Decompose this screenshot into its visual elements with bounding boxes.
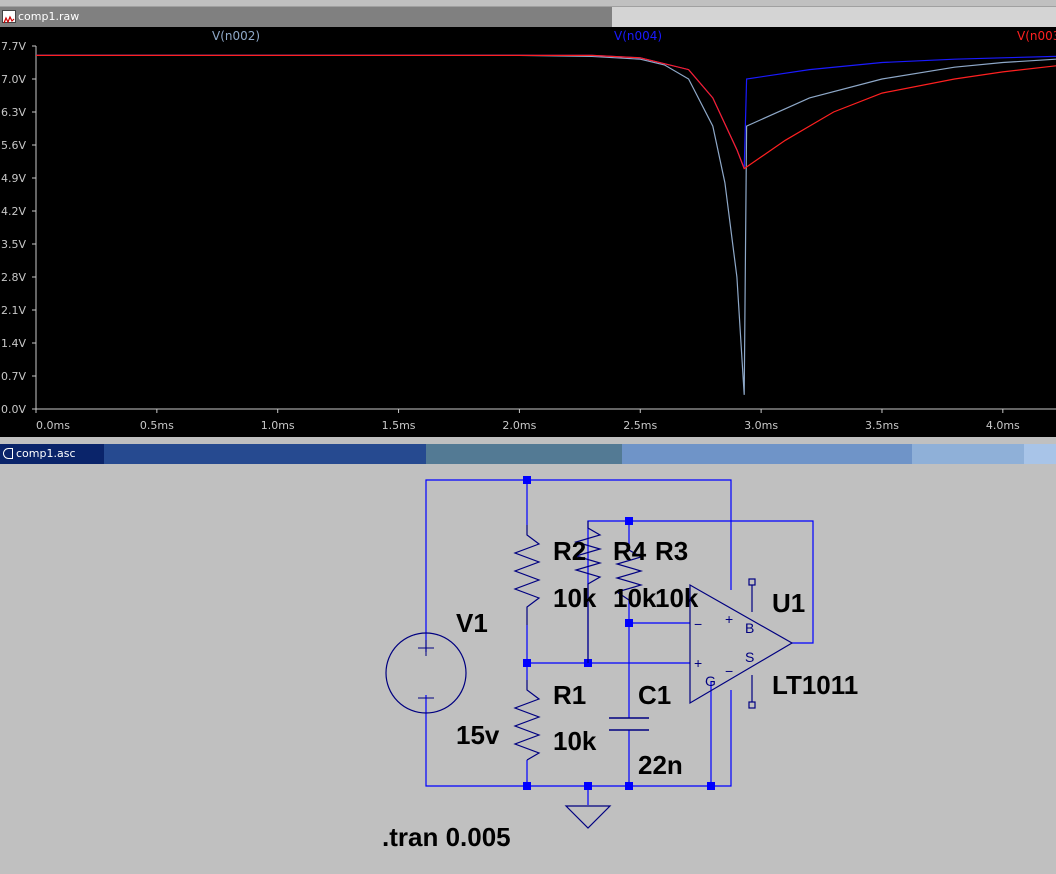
- u1-pin-s: S: [745, 649, 754, 665]
- waveform-tab-label: comp1.raw: [18, 10, 80, 23]
- waveform-chart[interactable]: 0.0V 0.7V 1.4V 2.1V 2.8V 3.5V 4.2V 4.9V 5.6V 6.3V…: [0, 27, 1056, 437]
- y-tick-label: 5.6V: [1, 139, 26, 152]
- x-tick-label: 2.5ms: [623, 419, 657, 432]
- y-tick-label: 0.7V: [1, 370, 26, 383]
- series-line-v-n003-[interactable]: [36, 54, 1056, 170]
- waveform-tab-strip: comp1.raw: [0, 6, 1056, 27]
- c1-value-label: 22n: [638, 750, 683, 780]
- r1-name-label: R1: [553, 680, 586, 710]
- r3-value-label: 10k: [655, 583, 699, 613]
- tab-bar-gradient-segment: [912, 444, 1024, 464]
- capacitor-c1[interactable]: [609, 717, 649, 731]
- resistor-r2[interactable]: [513, 525, 541, 625]
- r2-value-label: 10k: [553, 583, 597, 613]
- x-tick-label: 0.5ms: [140, 419, 174, 432]
- u1-name-label: U1: [772, 588, 805, 618]
- x-tick-label: 0.0ms: [36, 419, 70, 432]
- title-bar: comp1.raw: [0, 0, 1056, 27]
- comparator-u1[interactable]: [689, 578, 794, 709]
- y-tick-label: 4.2V: [1, 205, 26, 218]
- waveform-icon: [2, 10, 16, 24]
- y-tick-label: 7.0V: [1, 73, 26, 86]
- wire-junctions: [523, 476, 715, 790]
- y-tick-label: 0.0V: [1, 403, 26, 416]
- u1-minus-pin: −: [694, 616, 702, 632]
- tab-bar-gradient-segment: [426, 444, 622, 464]
- wires: [425, 479, 814, 805]
- series-line-v-n002-[interactable]: [36, 54, 1056, 395]
- r2-name-label: R2: [553, 536, 586, 566]
- r4-name-label: R4: [613, 536, 647, 566]
- tran-directive[interactable]: .tran 0.005: [382, 822, 511, 852]
- legend-label[interactable]: V(n002): [212, 29, 260, 43]
- u1-model-label: LT1011: [772, 670, 858, 700]
- resistor-r4[interactable]: [614, 545, 644, 601]
- tab-bar-gradient-segment: [104, 444, 426, 464]
- y-tick-label: 2.8V: [1, 271, 26, 284]
- waveform-tab[interactable]: comp1.raw: [0, 7, 612, 27]
- x-tick-label: 2.0ms: [502, 419, 536, 432]
- series-line-v-n004-[interactable]: [36, 54, 1056, 169]
- pane-separator[interactable]: [0, 437, 1056, 444]
- x-tick-label: 3.0ms: [744, 419, 778, 432]
- c1-name-label: C1: [638, 680, 671, 710]
- x-tick-label: 3.5ms: [865, 419, 899, 432]
- resistor-r1[interactable]: [513, 680, 541, 761]
- legend-label[interactable]: V(n004): [614, 29, 662, 43]
- schematic-tab-label: comp1.asc: [16, 447, 76, 460]
- schematic-canvas[interactable]: V1 15v R2 10k R4 10k R3 10k R1 10k C1 22…: [0, 464, 1056, 870]
- schematic-tab-bar: comp1.asc: [0, 444, 1056, 464]
- u1-pin-b: B: [745, 620, 754, 636]
- r1-value-label: 10k: [553, 726, 597, 756]
- y-tick-label: 3.5V: [1, 238, 26, 251]
- x-tick-label: 1.0ms: [261, 419, 295, 432]
- u1-out-plus: +: [725, 611, 733, 627]
- r3-name-label: R3: [655, 536, 688, 566]
- u1-pin-g: G: [705, 673, 716, 689]
- schematic-icon: [3, 448, 13, 459]
- y-tick-label: 6.3V: [1, 106, 26, 119]
- tab-bar-gradient-segment: [622, 444, 912, 464]
- schematic-tab[interactable]: comp1.asc: [0, 444, 104, 464]
- schematic-drawing[interactable]: V1 15v R2 10k R4 10k R3 10k R1 10k C1 22…: [0, 464, 1056, 870]
- x-tick-label: 4.0ms: [986, 419, 1020, 432]
- ground-icon: [564, 805, 612, 829]
- v1-value-label: 15v: [456, 720, 500, 750]
- u1-plus-pin: +: [694, 655, 702, 671]
- y-tick-label: 1.4V: [1, 337, 26, 350]
- y-tick-label: 4.9V: [1, 172, 26, 185]
- voltage-source-v1[interactable]: V1 15v: [385, 608, 500, 750]
- v1-name-label: V1: [456, 608, 488, 638]
- resistor-r3[interactable]: [573, 521, 603, 663]
- y-tick-label: 2.1V: [1, 304, 26, 317]
- u1-out-minus: −: [725, 663, 733, 679]
- y-tick-label: 7.7V: [1, 40, 26, 53]
- tab-bar-gradient-segment: [1024, 444, 1056, 464]
- x-tick-label: 1.5ms: [382, 419, 416, 432]
- legend-label[interactable]: V(n003: [1017, 29, 1056, 43]
- r4-value-label: 10k: [613, 583, 657, 613]
- waveform-plot[interactable]: 0.0V 0.7V 1.4V 2.1V 2.8V 3.5V 4.2V 4.9V 5.6V 6.3V…: [0, 27, 1056, 437]
